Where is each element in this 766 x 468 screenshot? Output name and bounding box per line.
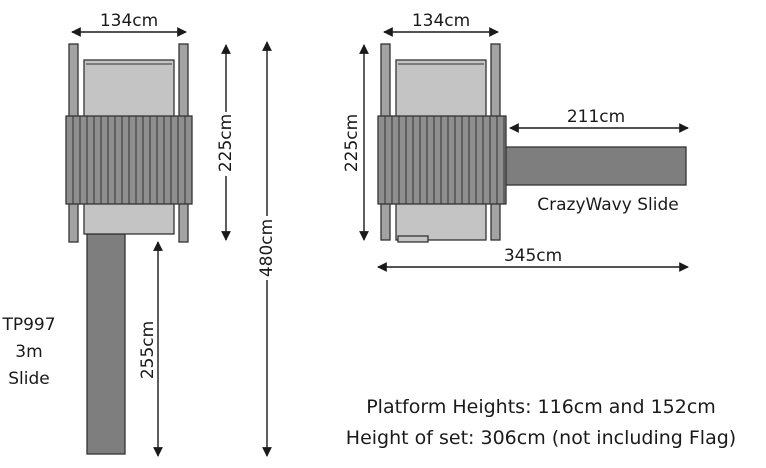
right-plan xyxy=(377,43,687,243)
left-slide-name-line-1: TP997 xyxy=(1,315,55,335)
dimension-labels: 134cm 225cm 480cm 255cm TP997 3m Slide 1… xyxy=(1,10,679,389)
right-depth-label: 225cm xyxy=(342,114,362,172)
left-slide-name-line-3: Slide xyxy=(8,369,50,389)
left-width-label: 134cm xyxy=(100,11,158,31)
right-slide xyxy=(504,146,687,186)
platform-heights-note: Platform Heights: 116cm and 152cm xyxy=(366,396,716,418)
left-depth-label: 225cm xyxy=(216,114,236,172)
left-slide-length-label: 255cm xyxy=(138,321,158,379)
left-total-length-label: 480cm xyxy=(257,219,277,277)
left-plan xyxy=(65,43,193,455)
left-slide xyxy=(86,233,126,455)
right-total-length-label: 345cm xyxy=(504,246,562,266)
right-roof xyxy=(377,115,507,205)
height-notes: Platform Heights: 116cm and 152cm Height… xyxy=(346,396,736,449)
left-roof-slats xyxy=(72,116,186,204)
set-height-note: Height of set: 306cm (not including Flag… xyxy=(346,427,736,449)
right-slide-name: CrazyWavy Slide xyxy=(537,195,678,215)
right-lower-step xyxy=(397,235,429,243)
right-slide-length-label: 211cm xyxy=(567,107,625,127)
right-width-label: 134cm xyxy=(412,11,470,31)
right-roof-slats xyxy=(384,116,505,204)
dimension-lines xyxy=(71,27,689,457)
left-slide-name-line-2: 3m xyxy=(15,342,42,362)
